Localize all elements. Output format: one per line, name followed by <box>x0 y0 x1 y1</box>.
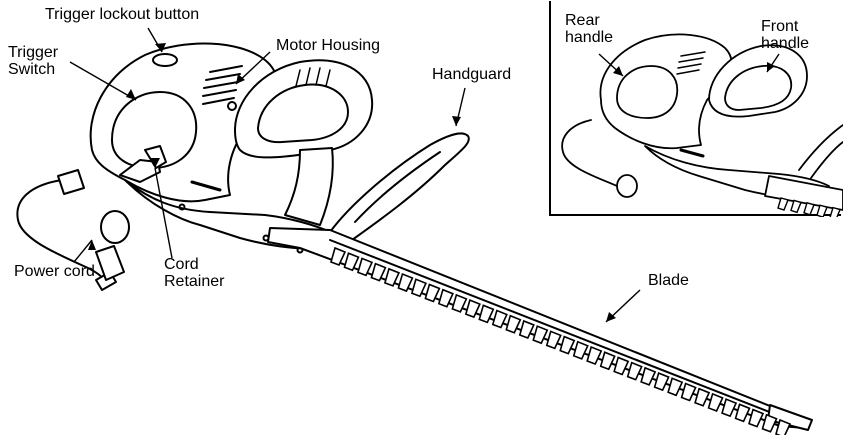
inset-blade <box>764 175 843 211</box>
power-plug <box>95 210 130 291</box>
inset-diagram <box>561 33 843 217</box>
body-screw-1 <box>178 203 186 211</box>
blade-tooth <box>653 372 670 392</box>
blade-tooth <box>667 377 684 397</box>
front-handle-inner <box>257 83 349 144</box>
blade-tooth <box>424 283 441 303</box>
blade-tooth <box>721 398 738 418</box>
blade-tooth <box>464 299 481 319</box>
inset-arrow-rear <box>613 66 623 76</box>
inset-front-inner <box>724 64 793 111</box>
inset-blade-tooth <box>803 201 815 216</box>
label-handguard: Handguard <box>432 66 512 83</box>
label-cord-retainer: Cord Retainer <box>164 256 225 290</box>
power-cord-strain-relief <box>57 169 85 195</box>
blade-tooth <box>572 340 589 360</box>
blade-tooth <box>775 418 792 435</box>
label-front-handle: Front handle <box>761 18 810 52</box>
inset-blade-tooth <box>829 206 841 217</box>
inset-rear-loop <box>616 65 679 119</box>
inset-blade-teeth <box>777 197 841 217</box>
leader-power-cord <box>73 239 93 263</box>
blade-tooth <box>370 262 387 282</box>
blade-tooth <box>383 267 401 287</box>
body-slot <box>190 180 222 192</box>
handguard-inner <box>354 151 441 223</box>
trigger-lockout-button-shape <box>152 53 178 67</box>
handguard-shape <box>329 132 470 241</box>
label-rear-handle: Rear handle <box>565 12 614 46</box>
cord-retainer-shape <box>144 145 167 169</box>
blade-tooth <box>640 366 657 386</box>
blade-tooth <box>586 345 603 366</box>
blade-centerline <box>329 239 796 423</box>
blade-teeth <box>330 246 792 435</box>
leader-arrowheads <box>88 43 616 322</box>
blade-tooth <box>748 408 765 428</box>
label-power-cord: Power cord <box>14 263 95 280</box>
label-trigger-lockout-button: Trigger lockout button <box>45 6 200 23</box>
blade-tooth <box>410 278 427 298</box>
blade-tooth <box>343 252 360 272</box>
blade-tooth <box>356 257 374 277</box>
front-handle-stem <box>284 147 334 226</box>
blade-tooth <box>518 319 535 339</box>
blade-tooth <box>437 288 454 308</box>
label-trigger-switch: Trigger Switch <box>8 44 59 78</box>
blade-tooth <box>451 293 468 313</box>
blade-tooth <box>599 351 616 371</box>
inset-vents <box>676 51 706 75</box>
leader-trigger-switch <box>69 61 137 101</box>
blade-tooth <box>626 361 643 381</box>
blade-tooth <box>680 382 697 402</box>
inset-plug <box>616 174 638 198</box>
inset-blade-tooth <box>777 197 789 211</box>
motor-housing-screw <box>227 101 237 111</box>
inset-blade-tooth <box>816 204 828 217</box>
blade-tooth <box>532 325 549 345</box>
label-motor-housing: Motor Housing <box>276 37 381 54</box>
blade-tooth <box>505 314 522 334</box>
leader-cord-retainer <box>154 167 173 259</box>
label-blade: Blade <box>648 272 689 289</box>
blade-tooth <box>613 356 630 376</box>
inset-handguard <box>798 124 843 171</box>
blade-tooth <box>330 246 347 267</box>
power-cord-line <box>16 179 107 284</box>
front-handle-ribs <box>295 67 331 87</box>
motor-housing-vents <box>202 65 243 105</box>
inset-power-cord <box>561 119 618 187</box>
blade-tooth <box>491 309 508 329</box>
blade-tooth <box>397 272 414 293</box>
inset-handguard-2 <box>810 141 843 179</box>
blade-tooth <box>694 387 711 407</box>
blade-tooth <box>559 335 576 355</box>
inset-slot <box>679 148 705 158</box>
blade-tooth <box>761 413 778 433</box>
blade-tooth <box>734 403 751 423</box>
inset-blade-tooth <box>790 199 802 214</box>
blade-tooth <box>478 304 495 324</box>
blade-tooth <box>707 392 724 412</box>
blade-tooth <box>545 330 562 350</box>
inset-arrow-front <box>767 62 775 72</box>
